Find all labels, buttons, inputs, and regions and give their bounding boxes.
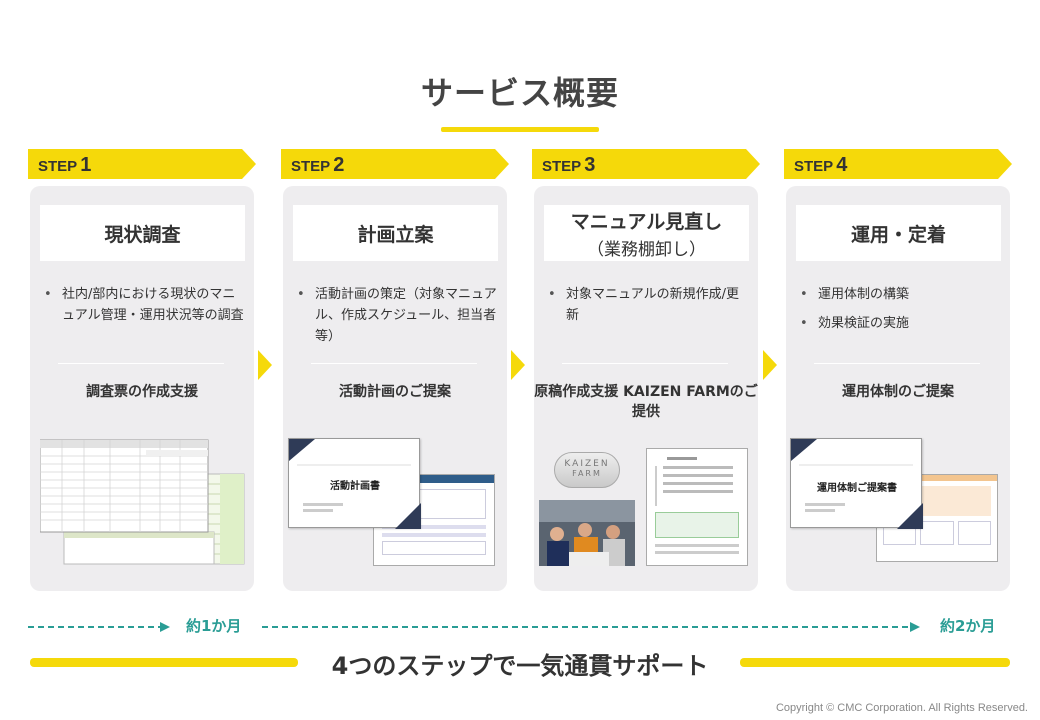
step-tab-shape xyxy=(28,149,256,179)
timeline-label-1: 約1か月 xyxy=(186,617,242,635)
survey-sheet-image xyxy=(40,439,245,565)
chevron-right-icon xyxy=(511,350,525,380)
page-title: サービス概要 xyxy=(420,74,619,112)
divider xyxy=(562,363,728,364)
divider xyxy=(311,363,477,364)
document-corner-shapes xyxy=(289,439,421,529)
workshop-photo xyxy=(539,500,635,566)
divider xyxy=(58,363,224,364)
manual-page-image xyxy=(646,448,748,566)
step-2-card: 計画立案 活動計画の策定（対象マニュアル、作成スケジュール、担当者等） 活動計画… xyxy=(283,186,507,591)
bullet-item: 運用体制の構築 xyxy=(800,284,1000,305)
copyright: Copyright © CMC Corporation. All Rights … xyxy=(775,702,1028,714)
step-4-deliverable: 運用体制のご提案 xyxy=(842,384,954,400)
title-underline xyxy=(441,127,599,132)
divider xyxy=(814,363,980,364)
step-3-heading: マニュアル見直し xyxy=(570,210,723,233)
kaizen-logo-line-2: FARM xyxy=(572,469,602,478)
ops-document-image: 運用体制ご提案書 xyxy=(790,438,923,529)
step-2-bullets: 活動計画の策定（対象マニュアル、作成スケジュール、担当者等） xyxy=(297,284,497,355)
document-corner-shapes xyxy=(791,439,923,529)
step-4-card: 運用・定着 運用体制の構築 効果検証の実施 運用体制のご提案 運用体制ご提案書 xyxy=(786,186,1010,591)
step-2-heading: 計画立案 xyxy=(357,223,434,246)
plan-document-image: 活動計画書 xyxy=(288,438,421,529)
step-2-heading-box: 計画立案 xyxy=(293,205,498,261)
step-2-deliverable: 活動計画のご提案 xyxy=(339,384,451,400)
chevron-right-icon xyxy=(258,350,272,380)
step-1-deliverable: 調査票の作成支援 xyxy=(86,384,198,400)
step-tab-shape xyxy=(281,149,509,179)
step-4-heading-box: 運用・定着 xyxy=(796,205,1001,261)
bullet-item: 活動計画の策定（対象マニュアル、作成スケジュール、担当者等） xyxy=(297,284,497,347)
step-4-bullets: 運用体制の構築 効果検証の実施 xyxy=(800,284,1000,342)
step-3-deliverable: 原稿作成支援 KAIZEN FARMのご提供 xyxy=(534,384,758,420)
ops-document-title: 運用体制ご提案書 xyxy=(817,483,897,494)
tagline-bar-right xyxy=(740,658,1010,667)
timeline-label-2: 約2か月 xyxy=(940,617,996,635)
bullet-item: 効果検証の実施 xyxy=(800,313,1000,334)
step-1-heading: 現状調査 xyxy=(104,223,181,246)
step-3-subheading: （業務棚卸し） xyxy=(587,239,706,260)
timeline-arrows xyxy=(28,622,920,632)
step-1-card: 現状調査 社内/部内における現状のマニュアル管理・運用状況等の調査 調査票の作成… xyxy=(30,186,254,591)
step-tab-shape xyxy=(784,149,1012,179)
tagline-bar-left xyxy=(30,658,298,667)
bullet-item: 社内/部内における現状のマニュアル管理・運用状況等の調査 xyxy=(44,284,244,326)
step-3-bullets: 対象マニュアルの新規作成/更新 xyxy=(548,284,748,334)
step-tab-shape xyxy=(532,149,760,179)
plan-document-title: 活動計画書 xyxy=(330,481,380,492)
tagline: 4つのステップで一気通貫サポート xyxy=(331,652,709,680)
step-1-bullets: 社内/部内における現状のマニュアル管理・運用状況等の調査 xyxy=(44,284,244,334)
bullet-item: 対象マニュアルの新規作成/更新 xyxy=(548,284,748,326)
kaizen-farm-logo: KAIZEN FARM xyxy=(554,452,620,488)
step-4-heading: 運用・定着 xyxy=(850,223,946,246)
chevron-right-icon xyxy=(763,350,777,380)
step-3-card: マニュアル見直し （業務棚卸し） 対象マニュアルの新規作成/更新 原稿作成支援 … xyxy=(534,186,758,591)
step-3-heading-box: マニュアル見直し （業務棚卸し） xyxy=(544,205,749,261)
kaizen-logo-line-1: KAIZEN xyxy=(564,459,610,469)
step-1-heading-box: 現状調査 xyxy=(40,205,245,261)
